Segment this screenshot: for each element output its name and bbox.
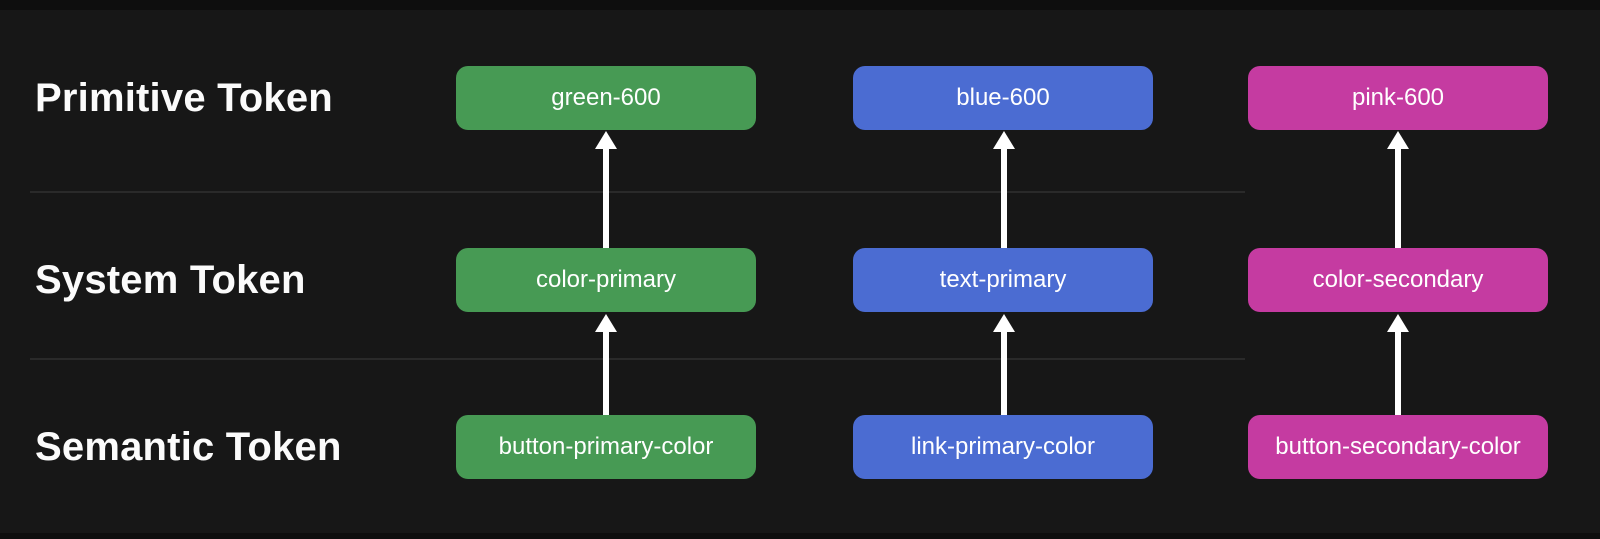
arrow-shaft — [1395, 330, 1401, 415]
bottom-edge-strip — [0, 533, 1600, 539]
row-divider — [30, 358, 1245, 360]
row-label-system-token: System Token — [35, 258, 306, 302]
arrow-system-to-primitive-pink — [1387, 131, 1409, 248]
arrow-shaft — [603, 330, 609, 415]
top-edge-strip — [0, 0, 1600, 10]
row-label-semantic-token: Semantic Token — [35, 425, 342, 469]
primitive-token-box-blue: blue-600 — [853, 66, 1153, 130]
semantic-token-box-pink: button-secondary-color — [1248, 415, 1548, 479]
arrow-head-icon — [993, 131, 1015, 149]
arrow-head-icon — [1387, 314, 1409, 332]
primitive-token-box-green: green-600 — [456, 66, 756, 130]
semantic-token-box-blue: link-primary-color — [853, 415, 1153, 479]
row-divider — [30, 191, 1245, 193]
arrow-head-icon — [595, 131, 617, 149]
arrow-head-icon — [1387, 131, 1409, 149]
arrow-semantic-to-system-pink — [1387, 314, 1409, 415]
arrow-system-to-primitive-green — [595, 131, 617, 248]
arrow-shaft — [1001, 330, 1007, 415]
primitive-token-box-pink: pink-600 — [1248, 66, 1548, 130]
row-label-primitive-token: Primitive Token — [35, 76, 333, 120]
arrow-head-icon — [595, 314, 617, 332]
arrow-shaft — [1395, 147, 1401, 248]
arrow-head-icon — [993, 314, 1015, 332]
semantic-token-box-green: button-primary-color — [456, 415, 756, 479]
system-token-box-blue: text-primary — [853, 248, 1153, 312]
system-token-box-green: color-primary — [456, 248, 756, 312]
arrow-system-to-primitive-blue — [993, 131, 1015, 248]
system-token-box-pink: color-secondary — [1248, 248, 1548, 312]
arrow-semantic-to-system-blue — [993, 314, 1015, 415]
arrow-shaft — [603, 147, 609, 248]
arrow-semantic-to-system-green — [595, 314, 617, 415]
arrow-shaft — [1001, 147, 1007, 248]
